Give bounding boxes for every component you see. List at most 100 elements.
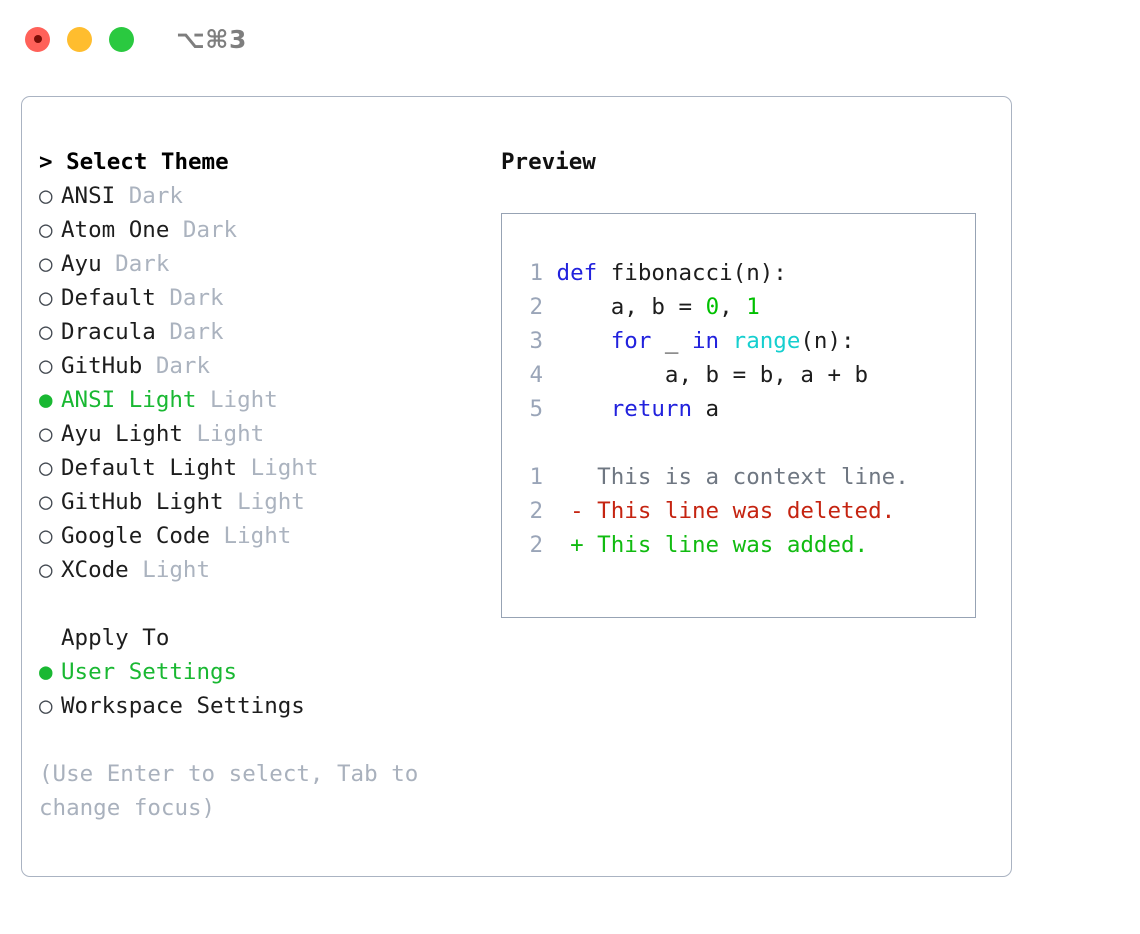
theme-item-ayu[interactable]: ○ Ayu Dark — [39, 247, 489, 281]
radio-unselected-icon: ○ — [39, 557, 53, 583]
code-token — [557, 328, 611, 354]
line-number: 1 — [529, 260, 543, 286]
theme-item-label: Dracula — [61, 319, 156, 345]
diff-line-text: This is a context line. — [543, 464, 909, 490]
maximize-button[interactable] — [109, 26, 134, 52]
code-token: _ — [651, 328, 693, 354]
gutter-space — [543, 328, 557, 354]
theme-item-kind: Dark — [101, 251, 170, 277]
code-line: 4 a, b = b, a + b — [515, 358, 969, 392]
theme-item-ayu-light[interactable]: ○ Ayu Light Light — [39, 417, 489, 451]
theme-item-kind: Dark — [169, 217, 238, 243]
theme-item-google-code[interactable]: ○ Google Code Light — [39, 519, 489, 553]
apply-to-list[interactable]: ● User Settings ○ Workspace Settings — [39, 655, 489, 723]
line-number: 2 — [529, 498, 543, 524]
code-line: 2 a, b = 0, 1 — [515, 290, 969, 324]
code-token — [557, 396, 611, 422]
preview-label: Preview — [501, 149, 596, 175]
code-token: return — [610, 396, 693, 422]
radio-unselected-icon: ○ — [39, 455, 53, 481]
theme-item-atom-one[interactable]: ○Atom One Dark — [39, 213, 489, 247]
theme-item-kind: Light — [210, 523, 292, 549]
close-button[interactable] — [25, 26, 50, 52]
theme-item-default[interactable]: ○ Default Dark — [39, 281, 489, 315]
theme-item-github-light[interactable]: ○ GitHub Light Light — [39, 485, 489, 519]
theme-item-kind: Light — [223, 489, 305, 515]
radio-selected-icon: ● — [39, 387, 53, 413]
theme-item-label: GitHub Light — [61, 489, 224, 515]
apply-to-option-user-settings[interactable]: ● User Settings — [39, 655, 489, 689]
line-number: 2 — [529, 294, 543, 320]
theme-item-ansi-light[interactable]: ●ANSI Light Light — [39, 383, 489, 417]
diff-line-del: 2 - This line was deleted. — [515, 494, 969, 528]
window-controls — [25, 26, 134, 52]
gutter-space — [543, 396, 557, 422]
diff-line-text: - This line was deleted. — [543, 498, 896, 524]
theme-item-kind: Light — [196, 387, 278, 413]
gutter-space — [543, 362, 557, 388]
radio-unselected-icon: ○ — [39, 489, 53, 515]
theme-list[interactable]: ○ANSI Dark○Atom One Dark○Ayu Dark○Defaul… — [39, 179, 489, 587]
code-line: 1 def fibonacci(n): — [515, 256, 969, 290]
theme-item-kind: Dark — [155, 319, 224, 345]
theme-item-label: GitHub — [61, 353, 143, 379]
preview-column: Preview 1 def fibonacci(n):2 a, b = 0, 1… — [501, 145, 1001, 618]
code-token: a, b = — [556, 294, 706, 320]
theme-item-kind: Light — [128, 557, 211, 583]
theme-item-dracula[interactable]: ○Dracula Dark — [39, 315, 489, 349]
code-token: for — [610, 328, 652, 354]
theme-item-label: Ayu Light — [61, 421, 183, 447]
radio-unselected-icon: ○ — [39, 217, 53, 243]
radio-unselected-icon: ○ — [39, 421, 53, 447]
theme-item-label: Default Light — [61, 455, 238, 481]
radio-unselected-icon: ○ — [39, 183, 53, 209]
theme-item-label: Google Code — [61, 523, 211, 549]
code-token: range — [732, 328, 801, 354]
code-token: , — [719, 294, 747, 320]
theme-item-kind: Dark — [142, 353, 211, 379]
main-panel: > Select Theme ○ANSI Dark○Atom One Dark○… — [21, 96, 1012, 877]
theme-item-github[interactable]: ○ GitHub Dark — [39, 349, 489, 383]
apply-to-option-workspace-settings[interactable]: ○ Workspace Settings — [39, 689, 489, 723]
radio-unselected-icon: ○ — [39, 693, 53, 719]
spacer — [39, 587, 489, 621]
keyboard-hint: (Use Enter to select, Tab to change focu… — [39, 761, 419, 821]
radio-selected-icon: ● — [39, 659, 53, 685]
diff-line-add: 2 + This line was added. — [515, 528, 969, 562]
radio-unselected-icon: ○ — [39, 251, 53, 277]
code-token: a, b = b, a + b — [556, 362, 869, 388]
line-number: 5 — [529, 396, 543, 422]
theme-item-label: Ayu — [61, 251, 102, 277]
code-token: 0 — [705, 294, 720, 320]
theme-item-xcode[interactable]: ○ XCode Light — [39, 553, 489, 587]
radio-unselected-icon: ○ — [39, 353, 53, 379]
code-token: def — [556, 260, 598, 286]
line-number: 1 — [529, 464, 543, 490]
apply-to-option-label: User Settings — [61, 659, 238, 685]
theme-item-default-light[interactable]: ○Default Light Light — [39, 451, 489, 485]
theme-item-kind: Dark — [155, 285, 224, 311]
theme-item-ansi[interactable]: ○ANSI Dark — [39, 179, 489, 213]
diff-line-ctx: 1 This is a context line. — [515, 460, 969, 494]
theme-picker-header: > Select Theme — [39, 149, 229, 175]
minimize-button[interactable] — [67, 26, 92, 52]
title-bar: ⌥⌘3 — [0, 0, 1140, 78]
theme-item-label: Default — [61, 285, 156, 311]
diff-sample: 1 This is a context line.2 - This line w… — [515, 460, 969, 562]
code-token: 1 — [746, 294, 760, 320]
apply-to-title: Apply To — [61, 625, 170, 651]
radio-unselected-icon: ○ — [39, 285, 53, 311]
code-token — [719, 328, 733, 354]
apply-to-option-label: Workspace Settings — [61, 693, 305, 719]
line-number: 4 — [529, 362, 543, 388]
code-line: 3 for _ in range(n): — [515, 324, 969, 358]
theme-item-label: ANSI — [61, 183, 116, 209]
radio-unselected-icon: ○ — [39, 523, 53, 549]
theme-item-kind: Light — [182, 421, 265, 447]
theme-picker-column: > Select Theme ○ANSI Dark○Atom One Dark○… — [39, 145, 489, 825]
code-line: 5 return a — [515, 392, 969, 426]
theme-item-label: XCode — [61, 557, 129, 583]
